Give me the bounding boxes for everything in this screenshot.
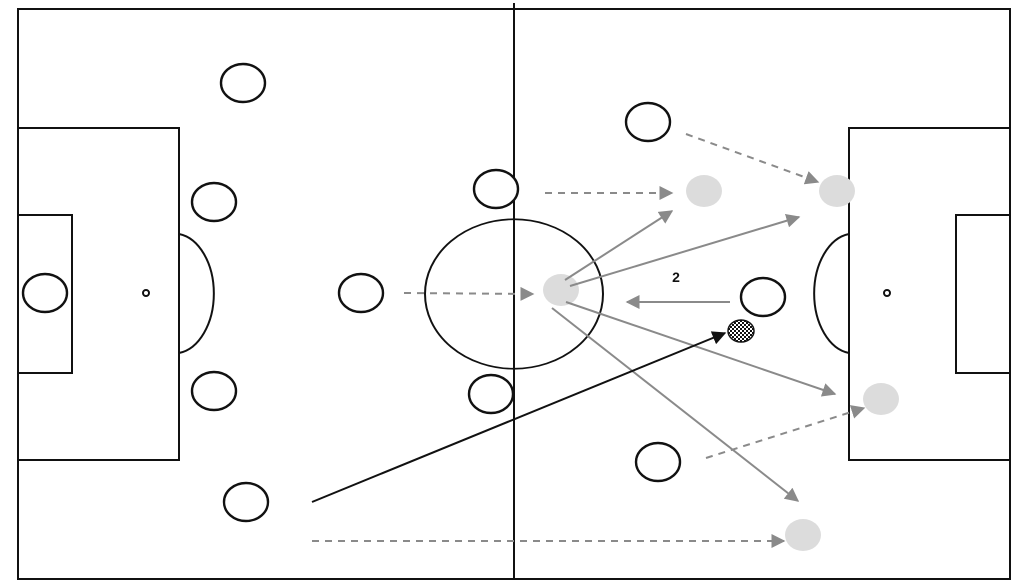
left-penalty-arc xyxy=(178,233,215,354)
player xyxy=(739,276,787,318)
player xyxy=(190,370,238,412)
right-penalty-spot xyxy=(883,289,891,297)
run-arrow xyxy=(685,133,820,185)
player xyxy=(467,373,515,415)
pitch-markings xyxy=(17,3,1011,580)
left-penalty-spot xyxy=(142,289,150,297)
player xyxy=(222,481,270,523)
ghost-position xyxy=(819,175,855,207)
ghost-position xyxy=(863,383,899,415)
run-arrow xyxy=(403,286,535,301)
checkered-ball-icon xyxy=(727,319,755,343)
right-penalty-arc xyxy=(813,233,850,354)
player xyxy=(337,272,385,314)
player xyxy=(219,62,267,104)
center-circle xyxy=(424,218,604,370)
ghost-positions xyxy=(543,175,899,551)
player xyxy=(472,168,520,210)
run-arrow xyxy=(705,405,866,459)
pass-arrow xyxy=(569,213,801,287)
annotation-label: 2 xyxy=(672,269,680,285)
ghost-position xyxy=(785,519,821,551)
pass-arrow xyxy=(564,210,674,281)
right-goal-area xyxy=(955,214,1011,374)
pass-arrows xyxy=(551,210,837,502)
left-goal-area xyxy=(17,214,73,374)
player xyxy=(190,181,238,223)
players xyxy=(21,62,787,523)
pass-arrow xyxy=(565,301,837,397)
ghost-position xyxy=(686,175,722,207)
player xyxy=(624,101,672,143)
player xyxy=(634,441,682,483)
pass-arrow xyxy=(551,307,800,502)
ghost-position xyxy=(543,274,579,306)
long-ball-arrow xyxy=(311,331,727,503)
player-goalkeeper xyxy=(21,272,69,314)
